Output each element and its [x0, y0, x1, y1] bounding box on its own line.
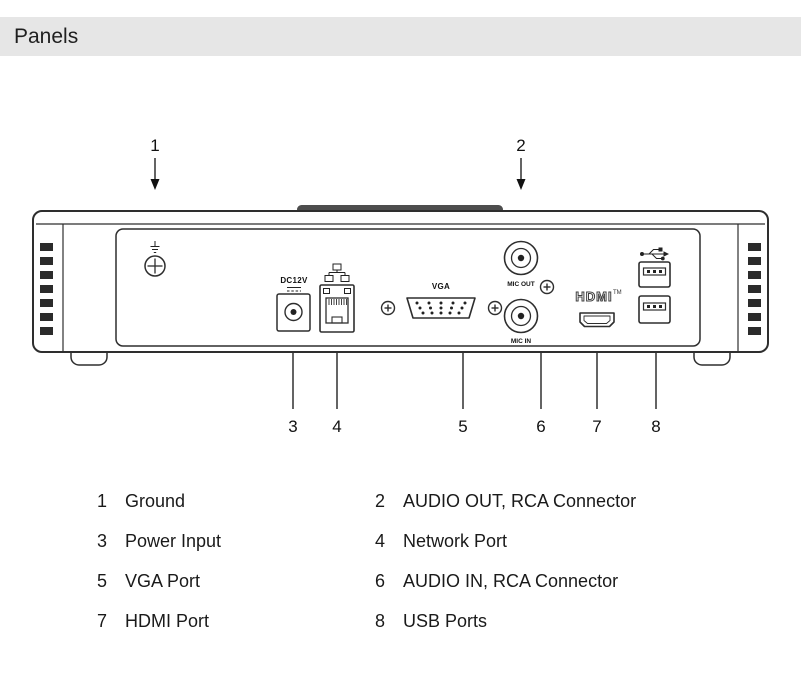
legend-item-usb: 8 USB Ports [375, 610, 737, 632]
right-vents [748, 243, 761, 335]
legend-item-network: 4 Network Port [375, 530, 737, 552]
callout-number-1: 1 [150, 136, 159, 155]
callout-number-5: 5 [458, 417, 467, 436]
legend-number: 4 [375, 531, 386, 551]
vga-label: VGA [432, 282, 450, 291]
callout-number-7: 7 [592, 417, 601, 436]
legend-item-ground: 1 Ground [97, 490, 375, 512]
callout-number-4: 4 [332, 417, 341, 436]
arrow-down-icon [516, 179, 526, 190]
legend-label: USB Ports [403, 611, 488, 631]
legend-label: Power Input [125, 531, 222, 551]
vga-port: VGA [380, 282, 503, 319]
hdmi-tm-text: TM [613, 290, 622, 296]
network-port [319, 263, 355, 333]
hdmi-logo-text: HDMI [575, 289, 612, 304]
audio-out-connector: MIC OUT [503, 240, 539, 288]
legend-label: AUDIO IN, RCA Connector [403, 571, 619, 591]
legend-number: 6 [375, 571, 386, 591]
power-input-jack: DC12V [276, 276, 311, 332]
legend-label: Ground [125, 491, 186, 511]
legend-label: HDMI Port [125, 611, 210, 631]
audio-in-label: MIC IN [511, 338, 532, 345]
callout-number-3: 3 [288, 417, 297, 436]
callout-number-2: 2 [516, 136, 525, 155]
legend-number: 2 [375, 491, 386, 511]
legend-label: AUDIO OUT, RCA Connector [403, 491, 637, 511]
usb-ports [638, 247, 671, 324]
usb-icon [640, 247, 669, 261]
legend-number: 8 [375, 611, 386, 631]
section-header: Panels [0, 17, 801, 56]
ground-screw [144, 241, 166, 277]
legend-item-power: 3 Power Input [97, 530, 375, 552]
bottom-leader-lines [292, 353, 657, 409]
usb-port-bottom [638, 295, 671, 324]
callout-2: 2 [516, 136, 526, 190]
vga-pin-holes [415, 301, 467, 315]
legend-label: VGA Port [125, 571, 201, 591]
ground-icon [150, 241, 160, 253]
legend-number: 3 [97, 531, 108, 551]
legend-table: 1 Ground 2 AUDIO OUT, RCA Connector 3 Po… [97, 490, 737, 632]
legend-item-audio-in: 6 AUDIO IN, RCA Connector [375, 570, 737, 592]
hdmi-port: HDMI TM [575, 289, 622, 328]
rear-panel-diagram: 1 2 [32, 136, 769, 436]
arrow-down-icon [150, 179, 160, 190]
audio-in-connector: MIC IN [503, 298, 539, 345]
legend-label: Network Port [403, 531, 508, 551]
connector-panel [115, 228, 701, 347]
callout-1: 1 [150, 136, 160, 190]
legend-number: 1 [97, 491, 108, 511]
device-chassis [32, 205, 769, 366]
callout-number-8: 8 [651, 417, 660, 436]
panel-screw [539, 279, 555, 295]
legend-number: 5 [97, 571, 108, 591]
vga-jack-screws [380, 300, 503, 316]
page-title: Panels [14, 24, 79, 48]
legend-item-audio-out: 2 AUDIO OUT, RCA Connector [375, 490, 737, 512]
network-icon [324, 263, 350, 282]
callout-number-6: 6 [536, 417, 545, 436]
left-vents [40, 243, 53, 335]
legend-item-vga: 5 VGA Port [97, 570, 375, 592]
audio-out-label: MIC OUT [507, 281, 534, 288]
legend-number: 7 [97, 611, 108, 631]
power-label: DC12V [280, 276, 308, 285]
usb-port-top [638, 261, 671, 288]
legend-item-hdmi: 7 HDMI Port [97, 610, 375, 632]
bottom-callout-numbers: 3 4 5 6 7 8 [288, 417, 660, 436]
